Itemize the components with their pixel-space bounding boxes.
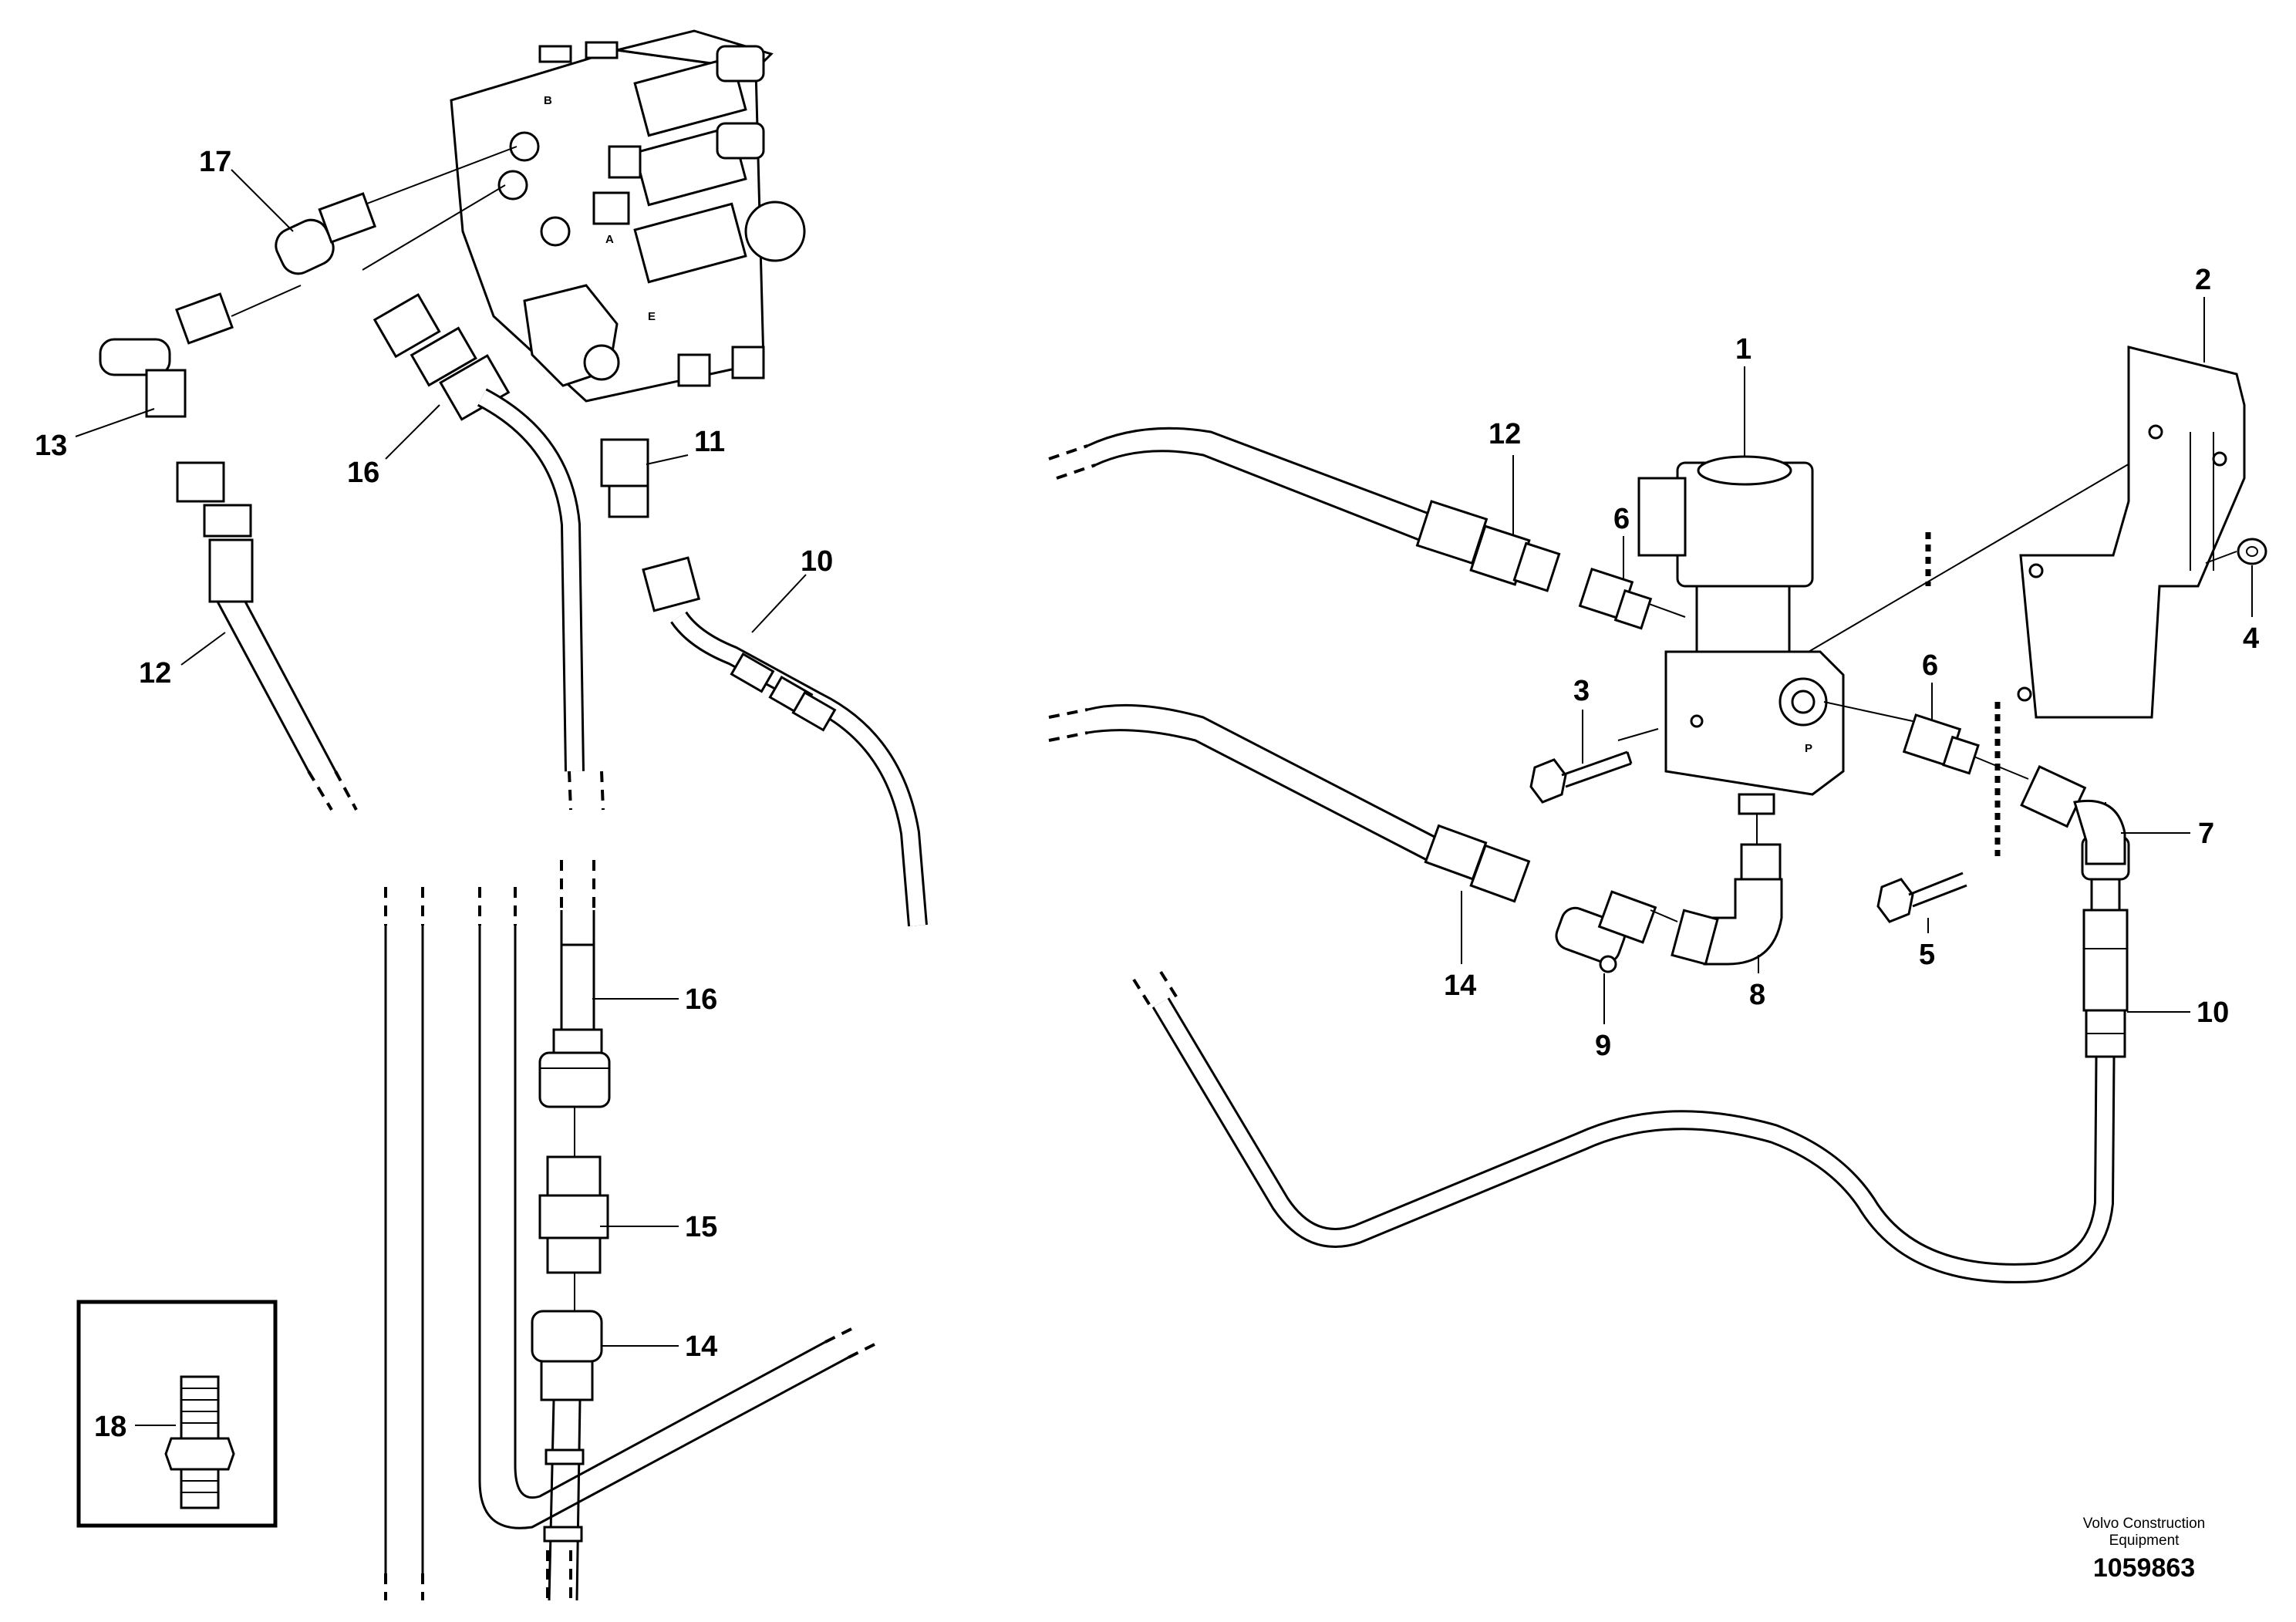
callout-16-lower: 16 <box>592 983 717 1016</box>
elbow-fitting-17 <box>275 192 376 275</box>
pipe-run-lower-left <box>384 887 880 1600</box>
elbow-fitting-8 <box>1671 843 1783 966</box>
nut-14 <box>531 1310 603 1601</box>
callout-9-label: 9 <box>1595 1030 1611 1062</box>
callout-17: 17 <box>199 146 294 232</box>
figure-number: 1059863 <box>2093 1553 2195 1583</box>
callout-14-lower: 14 <box>602 1330 717 1363</box>
brand-line-1: Volvo Construction <box>2083 1516 2205 1532</box>
callout-16-upper-label: 16 <box>347 457 379 489</box>
valve-port-a-label: A <box>605 233 614 246</box>
callout-1-label: 1 <box>1735 333 1752 366</box>
callout-14-right: 14 <box>1444 891 1476 1002</box>
callout-17-label: 17 <box>199 146 231 178</box>
callout-5-label: 5 <box>1919 939 1935 971</box>
callout-2: 2 <box>2195 264 2211 363</box>
callout-6-lower-label: 6 <box>1922 649 1938 682</box>
detail-box-18 <box>76 1300 278 1528</box>
mounting-bracket-2 <box>2017 346 2246 719</box>
callout-9: 9 <box>1595 973 1611 1062</box>
callout-15-label: 15 <box>685 1211 717 1243</box>
screw-3 <box>1529 750 1633 804</box>
callout-14-lower-label: 14 <box>685 1330 717 1363</box>
adapter-11 <box>600 438 649 518</box>
solenoid-port-p-label: P <box>1805 742 1812 755</box>
callout-8-label: 8 <box>1749 979 1765 1011</box>
callout-10-upper-label: 10 <box>801 545 833 578</box>
callout-3: 3 <box>1573 675 1590 764</box>
hose-10-right <box>1132 835 2130 1283</box>
solenoid-valve-1: P <box>1637 455 1845 815</box>
hose-16-lower <box>552 860 603 1054</box>
hose-16-upper <box>373 293 605 811</box>
callout-13: 13 <box>35 408 155 462</box>
hose-12-left <box>176 461 358 811</box>
adapter-6-upper <box>1578 567 1653 630</box>
nut-16 <box>538 1051 611 1108</box>
callout-18-label: 18 <box>94 1411 126 1443</box>
callout-12-left: 12 <box>139 632 226 690</box>
brand-line-2: Equipment <box>2109 1533 2180 1549</box>
callout-15: 15 <box>600 1211 717 1243</box>
callout-11: 11 <box>646 426 725 465</box>
callout-6-upper-label: 6 <box>1613 503 1630 535</box>
callout-3-label: 3 <box>1573 675 1590 707</box>
callout-8: 8 <box>1749 955 1765 1011</box>
callout-18: 18 <box>94 1411 176 1443</box>
coupling-15 <box>538 1155 609 1274</box>
callout-1: 1 <box>1735 333 1752 457</box>
valve-port-e-label: E <box>648 310 656 323</box>
callout-13-label: 13 <box>35 430 67 462</box>
valve-port-b-label: B <box>544 94 552 107</box>
callout-12-left-label: 12 <box>139 657 171 690</box>
callout-6-lower: 6 <box>1922 649 1938 721</box>
hose-12-right <box>1048 427 1561 592</box>
callout-6-upper: 6 <box>1613 503 1630 578</box>
callout-5: 5 <box>1919 918 1935 971</box>
callout-2-label: 2 <box>2195 264 2211 296</box>
washer-4 <box>2237 538 2267 565</box>
elbow-fitting-7 <box>2020 765 2126 865</box>
screw-5 <box>1876 872 1967 923</box>
tee-fitting-13 <box>99 292 234 418</box>
adapter-6-lower <box>1902 713 1980 775</box>
hose-10-upper <box>642 556 928 927</box>
callout-4: 4 <box>2243 565 2259 655</box>
callout-10-right: 10 <box>2127 996 2229 1029</box>
control-valve-block: B A E <box>450 29 806 403</box>
callout-4-label: 4 <box>2243 622 2259 655</box>
hidden-connection-lines <box>1925 532 2001 856</box>
callout-7-label: 7 <box>2198 818 2214 850</box>
callout-16-lower-label: 16 <box>685 983 717 1016</box>
callout-14-right-label: 14 <box>1444 969 1476 1002</box>
callout-7: 7 <box>2121 818 2214 850</box>
callout-11-label: 11 <box>694 426 725 458</box>
callout-16-upper: 16 <box>347 404 440 489</box>
callout-12-right: 12 <box>1489 418 1521 536</box>
callout-12-right-label: 12 <box>1489 418 1521 450</box>
elbow-fitting-9 <box>1555 890 1657 973</box>
callout-10-right-label: 10 <box>2197 996 2229 1029</box>
callout-10-upper: 10 <box>751 545 833 633</box>
hose-14-right <box>1048 703 1531 903</box>
